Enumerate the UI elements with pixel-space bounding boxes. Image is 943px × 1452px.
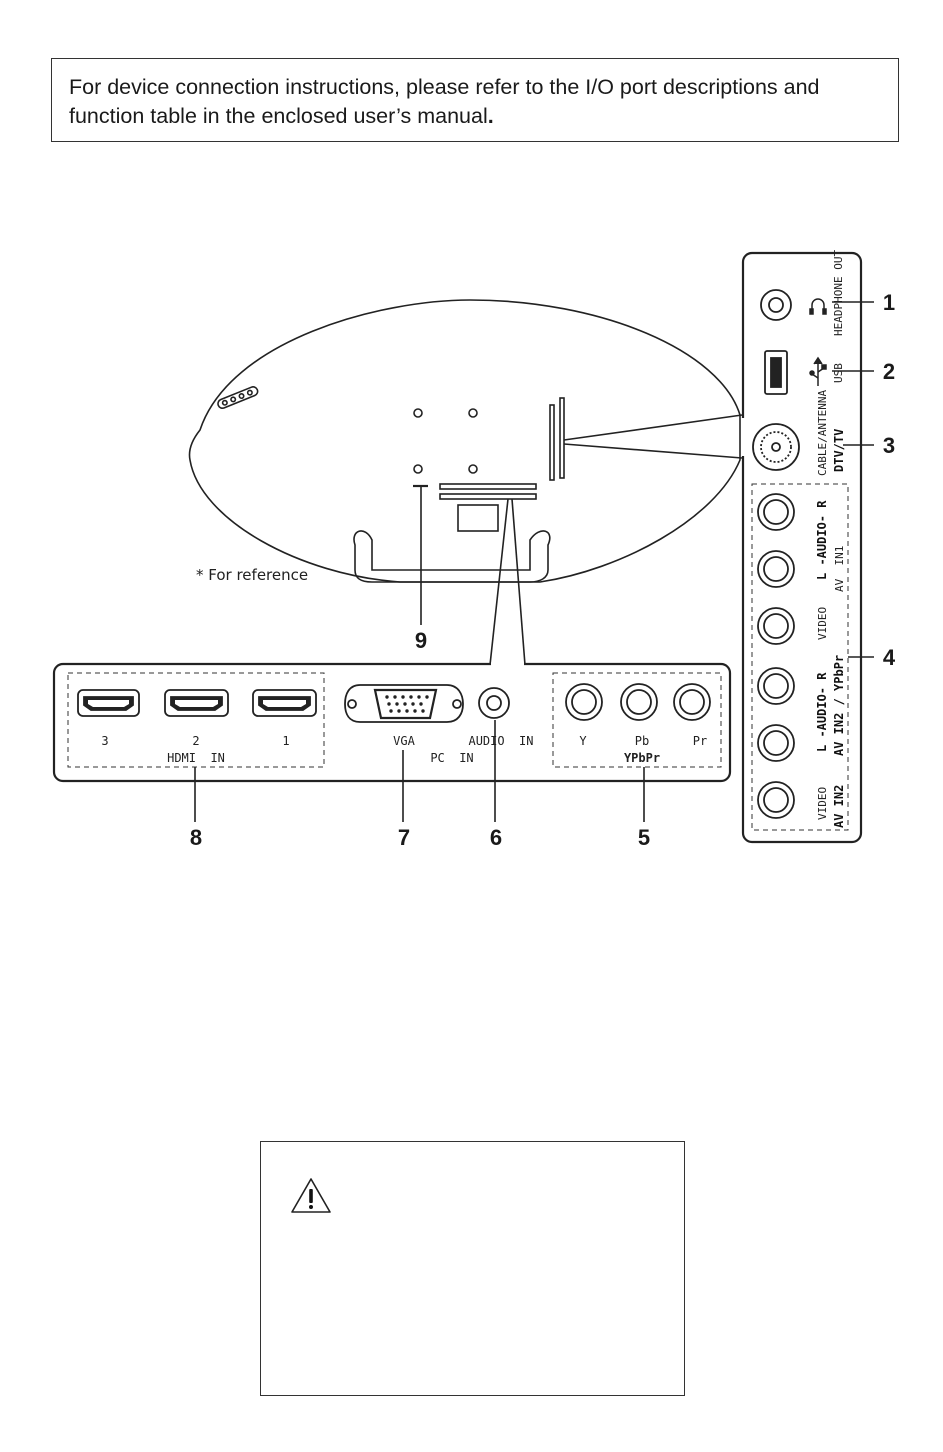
vesa-hole bbox=[468, 464, 478, 474]
side-io-panel: HEADPHONE OUT USB CABLE/ANTENNA DTV/TV L… bbox=[741, 250, 863, 844]
notice-period: . bbox=[487, 104, 494, 128]
av-in2-video-label: VIDEO bbox=[816, 787, 829, 820]
ypbpr-pr-jack bbox=[673, 683, 711, 721]
side-port-slot bbox=[559, 397, 565, 479]
tv-stand bbox=[353, 530, 551, 583]
pc-in-label: PC IN bbox=[430, 751, 473, 765]
headphone-out-label: HEADPHONE OUT bbox=[832, 250, 845, 336]
reference-note: * For reference bbox=[196, 566, 308, 584]
vesa-hole bbox=[468, 408, 478, 418]
ypbpr-pb-jack bbox=[620, 683, 658, 721]
callout-3: 3 bbox=[883, 433, 895, 458]
warning-triangle-icon bbox=[291, 1178, 331, 1213]
ypbpr-y-jack bbox=[565, 683, 603, 721]
side-port-slot bbox=[549, 404, 555, 481]
hdmi-in-label: HDMI IN bbox=[167, 751, 225, 765]
ypbpr-pr-label: Pr bbox=[693, 734, 707, 748]
av-in1-video-jack bbox=[757, 607, 795, 645]
av-in1-audio-label: L -AUDIO- R bbox=[815, 500, 829, 580]
hdmi-2-label: 2 bbox=[192, 734, 199, 748]
headphone-icon bbox=[809, 298, 827, 315]
av-in1-video-label: VIDEO bbox=[816, 607, 829, 640]
audio-in-label: AUDIO IN bbox=[468, 734, 533, 748]
hdmi-1-label: 1 bbox=[282, 734, 289, 748]
side-buttons bbox=[217, 386, 259, 410]
hdmi-port-3 bbox=[77, 689, 140, 717]
caution-box bbox=[260, 1141, 685, 1396]
av-in1-label: AV IN1 bbox=[833, 546, 846, 592]
dtv-tv-label: DTV/TV bbox=[832, 429, 846, 472]
pc-audio-in-jack bbox=[478, 687, 510, 719]
ypbpr-y-label: Y bbox=[579, 734, 587, 748]
av-in2-audio-l-jack bbox=[757, 724, 795, 762]
vga-port bbox=[344, 684, 464, 723]
ypbpr-group-label: YPbPr bbox=[624, 751, 660, 765]
callout-2: 2 bbox=[883, 359, 895, 384]
av-in1-audio-r-jack bbox=[757, 493, 795, 531]
hdmi-port-1 bbox=[252, 689, 317, 717]
hdmi-3-label: 3 bbox=[101, 734, 108, 748]
antenna-port bbox=[752, 423, 800, 471]
ypbpr-pb-label: Pb bbox=[635, 734, 649, 748]
callout-5: 5 bbox=[638, 825, 650, 850]
usb-label: USB bbox=[832, 363, 845, 383]
connection-notice: For device connection instructions, plea… bbox=[51, 58, 899, 142]
vesa-hole bbox=[413, 408, 423, 418]
bottom-port-slot bbox=[439, 493, 537, 500]
hdmi-port-2 bbox=[164, 689, 229, 717]
vesa-hole bbox=[413, 464, 423, 474]
tv-back-shell bbox=[188, 299, 741, 583]
bottom-port-slot bbox=[439, 483, 537, 490]
av-in2-label: AV IN2 bbox=[832, 785, 846, 828]
label-plate bbox=[457, 504, 499, 532]
bottom-io-panel: 3 2 1 HDMI IN VGA AUDIO IN PC IN Y Pb Pr… bbox=[52, 662, 732, 783]
av-in2-video-jack bbox=[757, 781, 795, 819]
usb-icon bbox=[809, 356, 827, 386]
av-in2-audio-label: L -AUDIO- R bbox=[815, 672, 829, 752]
callout-4: 4 bbox=[883, 645, 896, 670]
notice-text: For device connection instructions, plea… bbox=[69, 75, 820, 128]
vga-label: VGA bbox=[393, 734, 415, 748]
callout-8: 8 bbox=[190, 825, 202, 850]
headphone-jack bbox=[760, 289, 792, 321]
cable-antenna-label: CABLE/ANTENNA bbox=[816, 390, 829, 476]
av-in1-audio-l-jack bbox=[757, 550, 795, 588]
callout-7: 7 bbox=[398, 825, 410, 850]
callout-9: 9 bbox=[415, 628, 427, 653]
callout-6: 6 bbox=[490, 825, 502, 850]
callout-1: 1 bbox=[883, 290, 895, 315]
av-in2-ypbpr-label: AV IN2 / YPbPr bbox=[832, 655, 846, 756]
usb-port bbox=[764, 350, 788, 395]
av-in2-audio-r-jack bbox=[757, 667, 795, 705]
